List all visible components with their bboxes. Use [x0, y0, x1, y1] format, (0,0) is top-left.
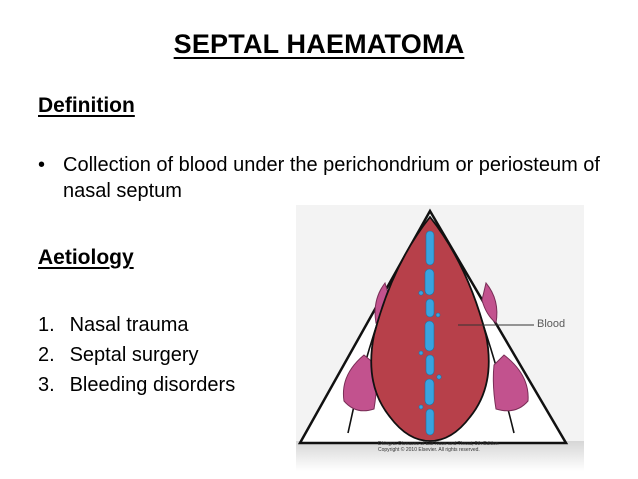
list-item-text: Nasal trauma	[69, 314, 189, 336]
septum-cartilage	[418, 230, 442, 436]
blood-label: Blood	[537, 318, 566, 330]
septal-haematoma-diagram: Blood Dhingra: Diseases of Ear Nose and …	[290, 205, 628, 473]
figure-reflection	[296, 441, 584, 471]
diagram-svg	[296, 205, 584, 471]
list-item: 2. Septal surgery	[38, 340, 235, 370]
right-upper-turbinate	[481, 281, 498, 324]
figure-credit: Dhingra: Diseases of Ear Nose and Throat…	[378, 441, 499, 453]
credit-line-2: Copyright © 2010 Elsevier. All rights re…	[378, 447, 480, 453]
list-item-number: 3.	[38, 374, 55, 396]
list-item: 3. Bleeding disorders	[38, 370, 235, 400]
bullet-symbol: •	[38, 154, 46, 176]
list-item: 1. Nasal trauma	[38, 310, 235, 340]
definition-heading: Definition	[38, 94, 135, 117]
list-item-text: Septal surgery	[69, 344, 199, 366]
list-item-number: 2.	[38, 344, 55, 366]
credit-line-1: Dhingra: Diseases of Ear Nose and Throat…	[378, 441, 499, 447]
aetiology-list: 1. Nasal trauma 2. Septal surgery 3. Ble…	[38, 310, 235, 400]
aetiology-heading: Aetiology	[38, 246, 134, 269]
list-item-number: 1.	[38, 314, 55, 336]
right-lower-turbinate	[492, 354, 529, 412]
definition-text: Collection of blood under the perichondr…	[63, 154, 600, 202]
slide-title: SEPTAL HAEMATOMA	[173, 29, 465, 59]
list-item-text: Bleeding disorders	[69, 374, 236, 396]
